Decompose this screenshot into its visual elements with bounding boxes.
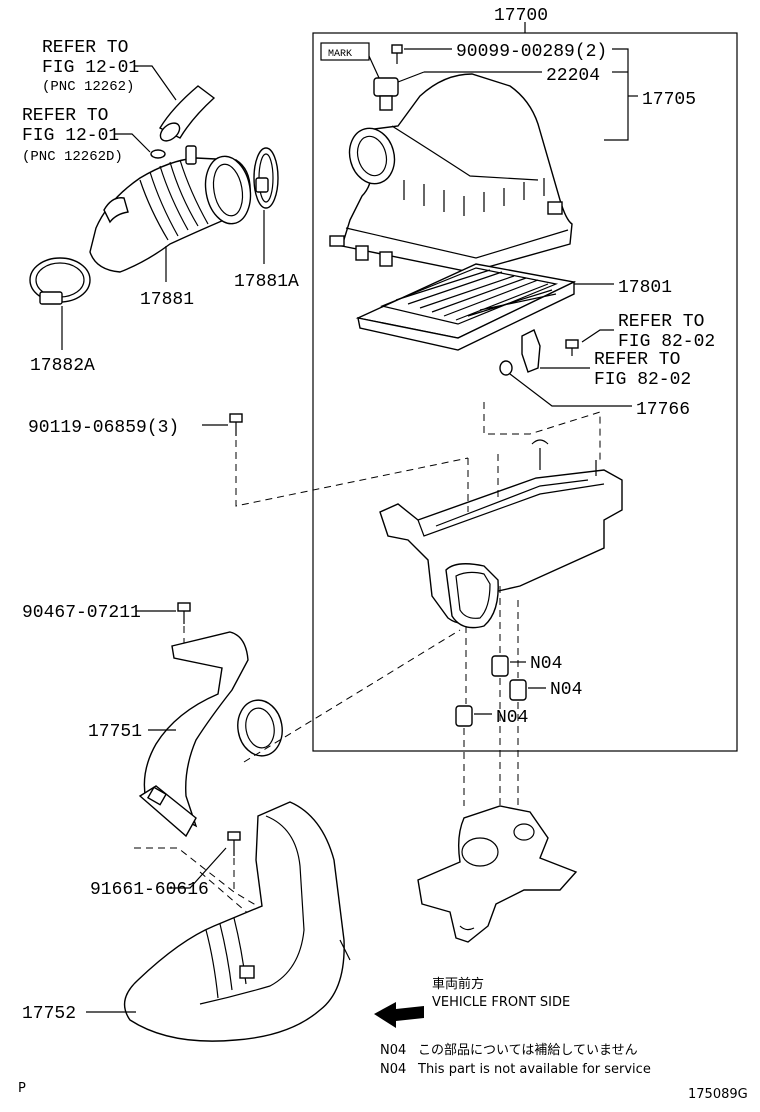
label-n04-c[interactable]: N04 bbox=[496, 708, 528, 728]
cushion-n04-a[interactable] bbox=[491, 655, 509, 677]
note2-code: N04 bbox=[380, 1062, 406, 1077]
label-17801[interactable]: 17801 bbox=[618, 278, 672, 298]
bolt-90119[interactable] bbox=[229, 413, 243, 436]
ref2-line1: REFER TO bbox=[22, 106, 108, 126]
hose-band-17881A[interactable] bbox=[253, 147, 279, 209]
label-22204[interactable]: 22204 bbox=[546, 66, 600, 86]
label-17752[interactable]: 17752 bbox=[22, 1004, 76, 1024]
bolt-90467[interactable] bbox=[177, 602, 191, 624]
ref2-pnc: (PNC 12262D) bbox=[22, 149, 123, 165]
label-17705[interactable]: 17705 bbox=[642, 90, 696, 110]
air-inlet-17751[interactable] bbox=[138, 631, 287, 838]
sensor-22204[interactable] bbox=[373, 77, 399, 111]
label-n04-a[interactable]: N04 bbox=[530, 654, 562, 674]
screw-90099[interactable] bbox=[391, 44, 403, 64]
label-17881A[interactable]: 17881A bbox=[234, 272, 299, 292]
ref4-line1: REFER TO bbox=[594, 350, 680, 370]
label-90467[interactable]: 90467-07211 bbox=[22, 603, 141, 623]
air-hose-17881[interactable] bbox=[89, 145, 256, 273]
direction-en: VEHICLE FRONT SIDE bbox=[432, 995, 570, 1010]
ref3-line2: FIG 82-02 bbox=[618, 332, 715, 352]
front-arrow-icon bbox=[374, 1002, 424, 1028]
label-90099[interactable]: 90099-00289(2) bbox=[456, 42, 607, 62]
label-90119[interactable]: 90119-06859(3) bbox=[28, 418, 179, 438]
mark-label: MARK bbox=[328, 49, 352, 60]
bracket-ref bbox=[521, 329, 579, 373]
ref1-pnc: (PNC 12262) bbox=[42, 79, 134, 95]
direction-jp: 車両前方 bbox=[432, 976, 484, 992]
ref3-line1: REFER TO bbox=[618, 312, 704, 332]
air-duct-17752[interactable] bbox=[123, 801, 351, 1042]
note1-text: この部品については補給していません bbox=[418, 1043, 638, 1058]
label-91661[interactable]: 91661-60616 bbox=[90, 880, 209, 900]
footer-right: 175089G bbox=[688, 1087, 748, 1102]
reference-note-2: REFER TO FIG 12-01 (PNC 12262D) bbox=[22, 106, 151, 165]
mount-bracket bbox=[417, 805, 578, 943]
label-17751[interactable]: 17751 bbox=[88, 722, 142, 742]
assembly-number-label[interactable]: 17700 bbox=[494, 6, 548, 26]
ref2-line2: FIG 12-01 bbox=[22, 126, 119, 146]
intake-pipe-ref bbox=[150, 85, 216, 159]
grommet-17766[interactable] bbox=[499, 360, 513, 376]
reference-note-1: REFER TO FIG 12-01 (PNC 12262) bbox=[42, 38, 177, 101]
filter-element-17801[interactable] bbox=[355, 263, 577, 351]
label-17766[interactable]: 17766 bbox=[636, 400, 690, 420]
air-cleaner-cap-17705[interactable] bbox=[329, 73, 573, 273]
note2-text: This part is not available for service bbox=[417, 1062, 651, 1077]
label-17881[interactable]: 17881 bbox=[140, 290, 194, 310]
note1-code: N04 bbox=[380, 1043, 406, 1058]
cushion-n04-b[interactable] bbox=[509, 679, 527, 701]
bolt-91661[interactable] bbox=[227, 831, 241, 856]
footer-left: P bbox=[18, 1081, 26, 1096]
ref4-line2: FIG 82-02 bbox=[594, 370, 691, 390]
cushion-n04-c[interactable] bbox=[455, 705, 473, 727]
mark-box bbox=[320, 42, 370, 61]
label-17882A[interactable]: 17882A bbox=[30, 356, 95, 376]
air-cleaner-case[interactable] bbox=[379, 439, 623, 629]
ref1-line2: FIG 12-01 bbox=[42, 58, 139, 78]
label-n04-b[interactable]: N04 bbox=[550, 680, 582, 700]
hose-clamp-17882A[interactable] bbox=[29, 257, 91, 305]
ref1-line1: REFER TO bbox=[42, 38, 128, 58]
